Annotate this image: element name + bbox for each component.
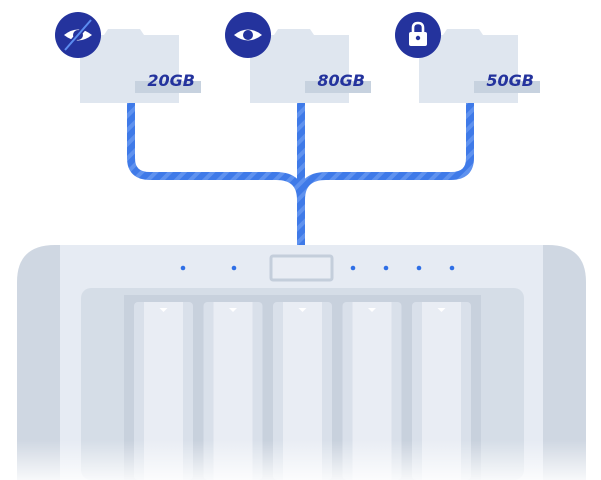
status-led-right-1	[350, 265, 356, 271]
nas-device	[0, 245, 601, 480]
status-leds	[180, 265, 455, 271]
eye-slash-icon	[55, 12, 101, 58]
folder-size-label: 20GB	[147, 71, 195, 90]
lock-icon	[395, 12, 441, 58]
folder-encrypted: 50GB	[419, 29, 540, 103]
folder-label-strip	[135, 81, 201, 93]
folder-size-label: 80GB	[317, 71, 365, 90]
status-led-right-4	[449, 265, 455, 271]
cable-left	[127, 102, 305, 201]
folder-hidden: 20GB	[80, 29, 201, 103]
nas-side-right	[533, 245, 586, 480]
eye-icon	[225, 12, 271, 58]
status-led-right-3	[416, 265, 422, 271]
folder-visible: 80GB	[250, 29, 371, 103]
cable-right	[297, 102, 474, 201]
status-led-left-1	[180, 265, 186, 271]
folder-label-strip	[305, 81, 371, 93]
status-led-left-2	[231, 265, 237, 271]
display-window	[269, 254, 334, 282]
folder-size-label: 50GB	[486, 71, 534, 90]
bottom-fade	[0, 440, 601, 480]
status-led-right-2	[383, 265, 389, 271]
folder-label-strip	[474, 81, 540, 93]
connection-cables	[127, 102, 474, 245]
nas-side-left	[17, 245, 70, 480]
